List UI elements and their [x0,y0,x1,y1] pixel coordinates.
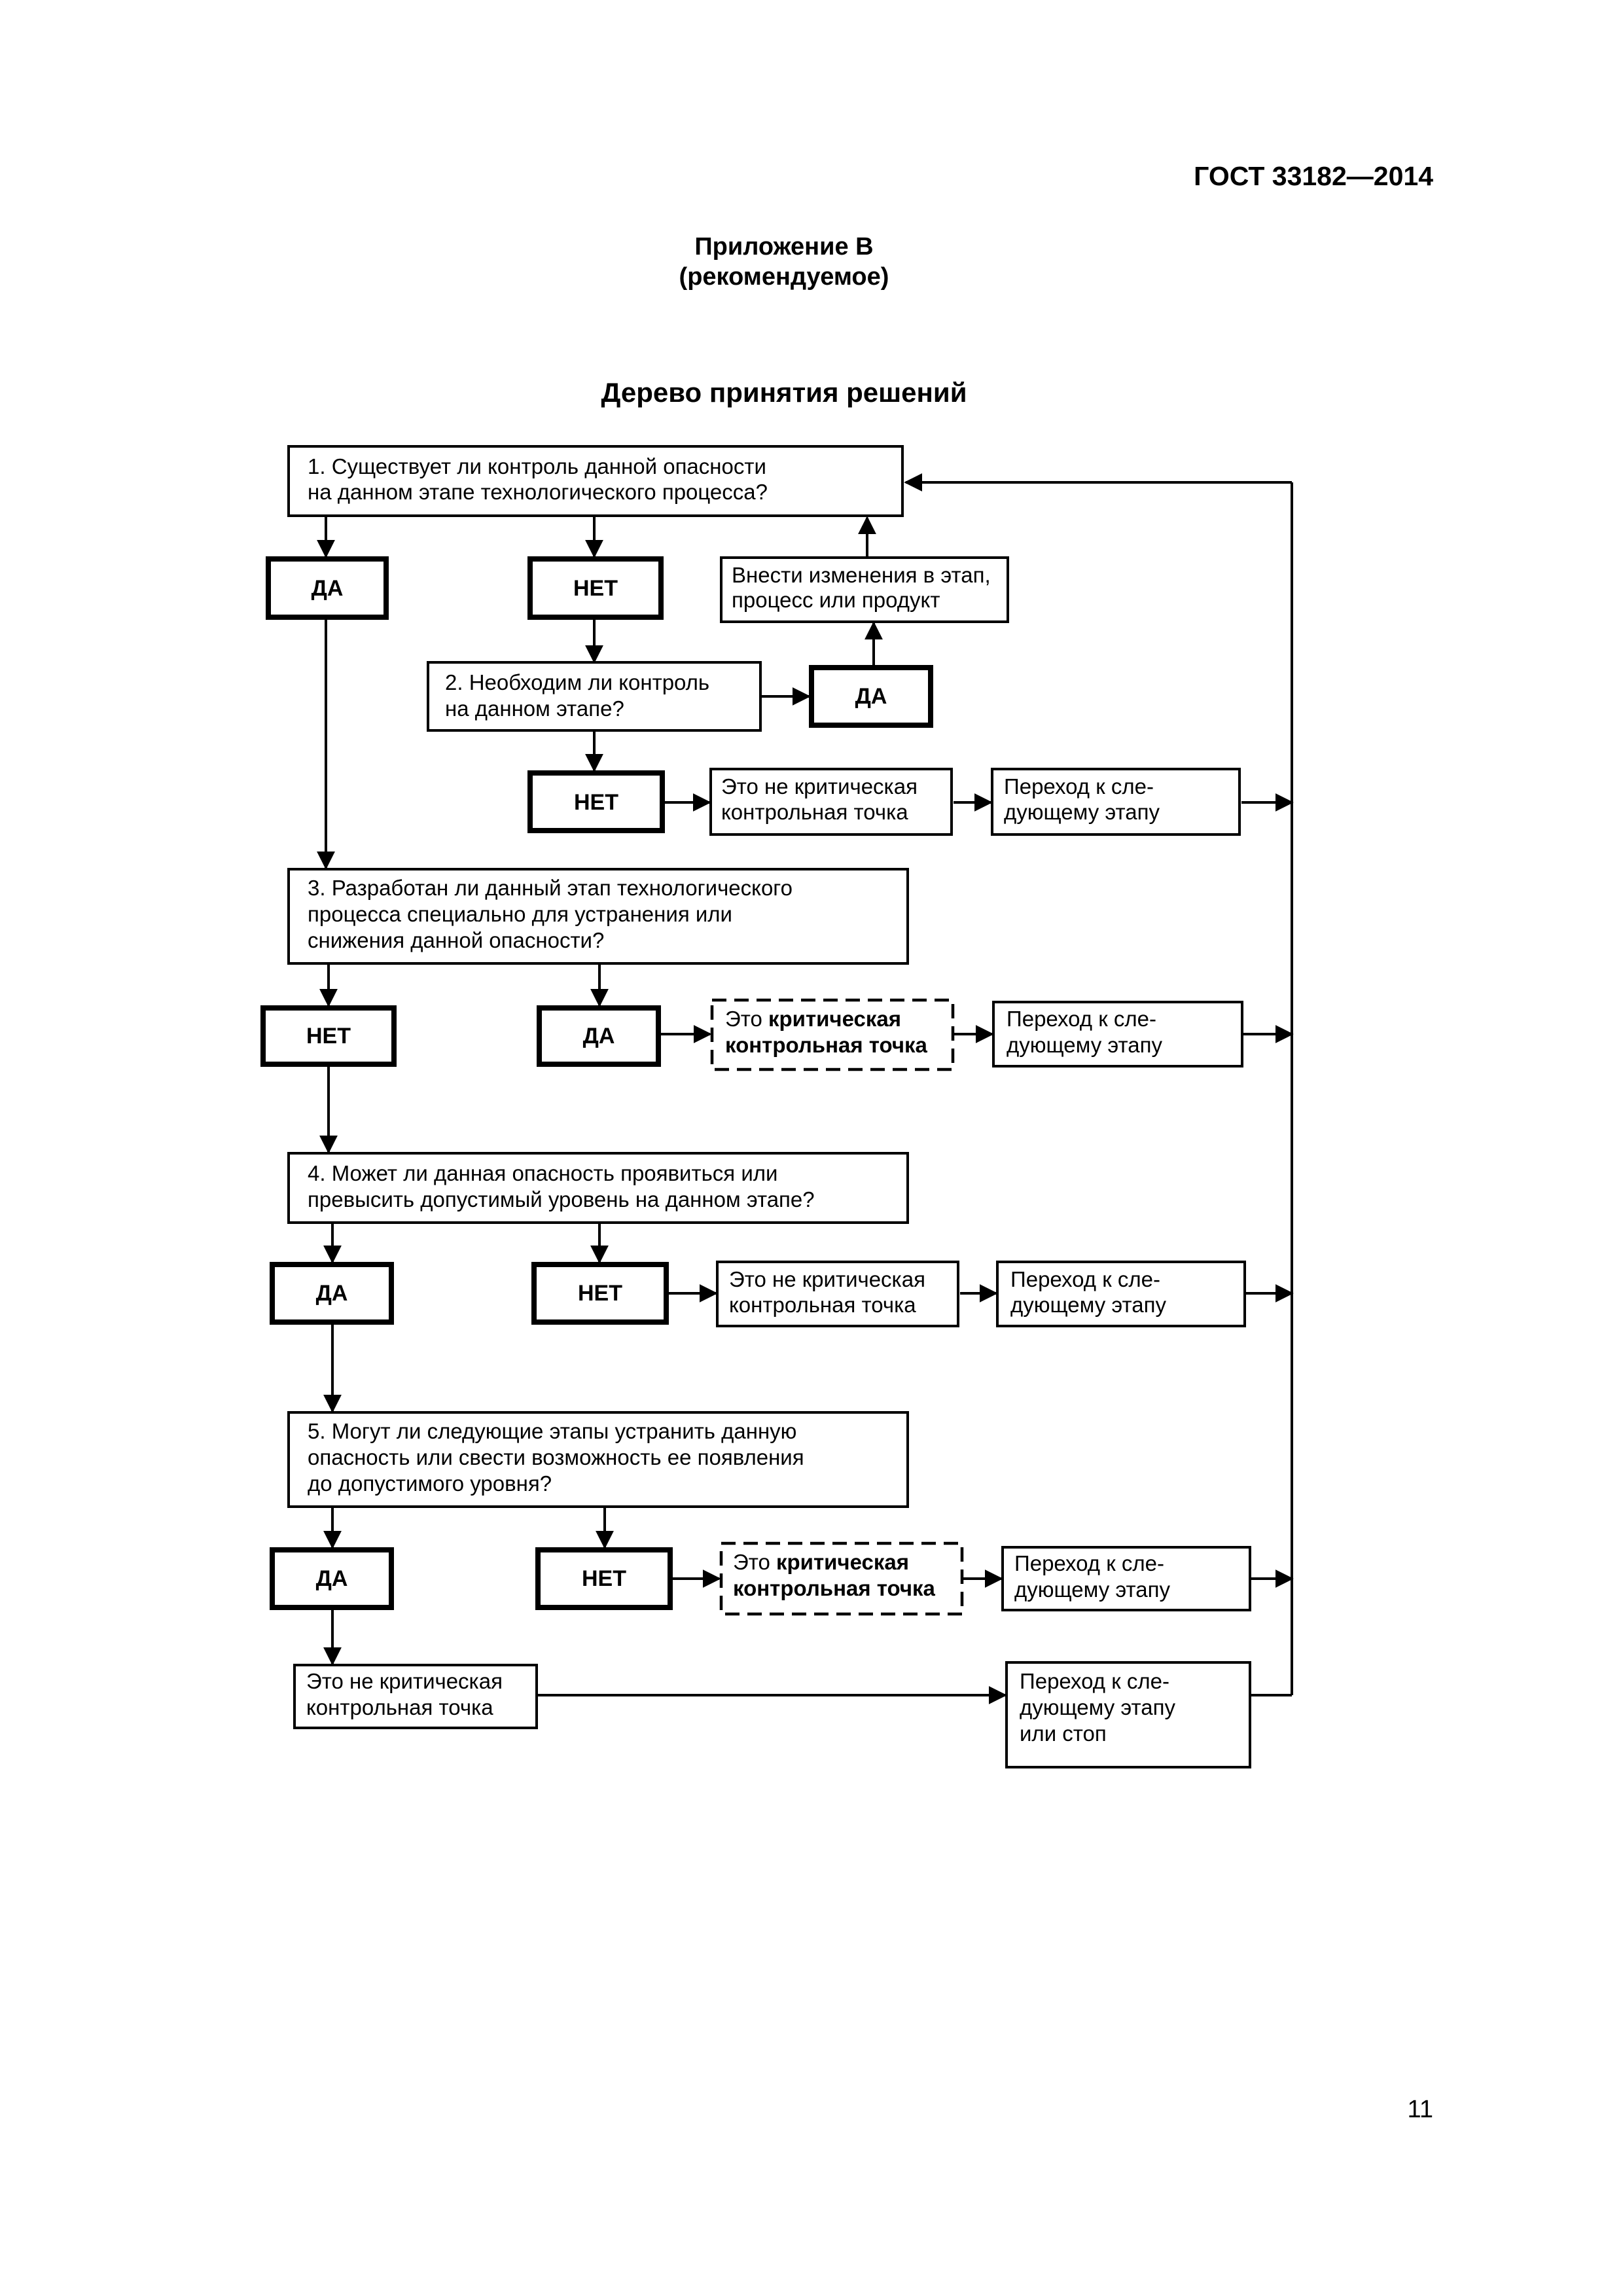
question-2-box: 2. Необходим ли контроль на данном этапе… [427,661,762,732]
q3-ccp-box: Это критическая контрольная точка [710,998,955,1071]
q5-line-3: до допустимого уровня? [308,1471,552,1496]
q5-notccp-line-2: контрольная точка [306,1695,493,1719]
q2-next-step-box: Переход к сле- дующему этапу [991,768,1241,836]
q5-notccp-line-1: Это не критическая [306,1669,503,1693]
q5-ccp-box: Это критическая контрольная точка [719,1541,964,1616]
q3-no-box: НЕТ [260,1005,397,1067]
question-3-box: 3. Разработан ли данный этап технологиче… [287,868,909,965]
q3-next-line-2: дующему этапу [1007,1033,1162,1057]
q3-ccp-line-1: Это критическая [725,1007,901,1031]
q5-next-step-box: Переход к сле- дующему этапу [1001,1546,1251,1611]
q4-no-label: НЕТ [578,1281,622,1306]
q2-no-box: НЕТ [527,770,665,833]
final-line-2: дующему этапу [1020,1695,1175,1719]
q3-line-3: снижения данной опасности? [308,928,604,952]
q4-notccp-line-2: контрольная точка [729,1293,916,1317]
q3-next-step-box: Переход к сле- дующему этапу [992,1001,1243,1067]
q2-no-label: НЕТ [574,790,618,815]
final-next-or-stop-box: Переход к сле- дующему этапу или стоп [1005,1661,1251,1768]
connectors [317,473,1294,1704]
q3-yes-label: ДА [583,1024,615,1049]
q4-line-2: превысить допустимый уровень на данном э… [308,1187,815,1211]
q5-line-2: опасность или свести возможность ее появ… [308,1445,804,1469]
modify-step-box: Внести изменения в этап, процесс или про… [720,556,1009,623]
modify-line-1: Внести изменения в этап, [732,563,991,587]
q3-line-1: 3. Разработан ли данный этап технологиче… [308,876,793,900]
q2-line-2: на данном этапе? [445,696,624,721]
diagram-title: Дерево принятия решений [601,377,967,408]
q5-no-label: НЕТ [582,1566,626,1591]
q2-notccp-line-2: контрольная точка [721,800,908,824]
q1-no-label: НЕТ [573,576,618,601]
q3-yes-box: ДА [537,1005,661,1067]
q2-next-line-2: дующему этапу [1004,800,1160,824]
q3-no-label: НЕТ [306,1024,351,1049]
q4-next-line-1: Переход к сле- [1010,1267,1160,1291]
modify-line-2: процесс или продукт [732,588,940,612]
q5-ccp-line-2: контрольная точка [733,1576,936,1600]
q2-yes-box: ДА [809,665,933,728]
q2-yes-label: ДА [855,684,887,709]
q5-line-1: 5. Могут ли следующие этапы устранить да… [308,1419,796,1443]
q5-next-line-2: дующему этапу [1014,1577,1170,1602]
document-code: ГОСТ 33182—2014 [1194,161,1433,191]
q5-next-line-1: Переход к сле- [1014,1551,1164,1575]
q3-next-line-1: Переход к сле- [1007,1007,1156,1031]
q4-notccp-line-1: Это не критическая [729,1267,925,1291]
q4-yes-label: ДА [316,1281,348,1306]
q1-no-box: НЕТ [527,556,664,620]
question-1-box: 1. Существует ли контроль данной опаснос… [287,445,904,517]
q1-yes-label: ДА [312,576,344,601]
appendix-title: Приложение В [694,233,874,260]
question-5-box: 5. Могут ли следующие этапы устранить да… [287,1411,909,1508]
appendix-heading: Приложение В (рекомендуемое) [0,232,1568,292]
q4-next-line-2: дующему этапу [1010,1293,1166,1317]
appendix-type: (рекомендуемое) [679,263,889,291]
q3-ccp-line-2: контрольная точка [725,1033,928,1057]
final-line-3: или стоп [1020,1721,1107,1746]
page-number: 11 [1407,2096,1433,2123]
q1-line-2: на данном этапе технологического процесс… [308,480,768,504]
q5-yes-box: ДА [270,1547,394,1610]
q2-next-line-1: Переход к сле- [1004,774,1154,798]
q5-ccp-line-1: Это критическая [733,1550,909,1574]
q4-no-box: НЕТ [531,1262,669,1325]
q1-yes-box: ДА [266,556,389,620]
q2-line-1: 2. Необходим ли контроль [445,670,709,694]
q4-yes-box: ДА [270,1262,394,1325]
q5-no-box: НЕТ [535,1547,673,1610]
q5-not-ccp-box: Это не критическая контрольная точка [293,1664,538,1729]
q4-line-1: 4. Может ли данная опасность проявиться … [308,1161,777,1185]
q3-line-2: процесса специально для устранения или [308,902,732,926]
q4-next-step-box: Переход к сле- дующему этапу [996,1261,1246,1327]
q2-notccp-line-1: Это не критическая [721,774,918,798]
question-4-box: 4. Может ли данная опасность проявиться … [287,1152,909,1224]
q1-line-1: 1. Существует ли контроль данной опаснос… [308,454,766,478]
q5-yes-label: ДА [316,1566,348,1591]
q4-not-ccp-box: Это не критическая контрольная точка [716,1261,959,1327]
q2-not-ccp-box: Это не критическая контрольная точка [709,768,953,836]
final-line-1: Переход к сле- [1020,1669,1169,1693]
